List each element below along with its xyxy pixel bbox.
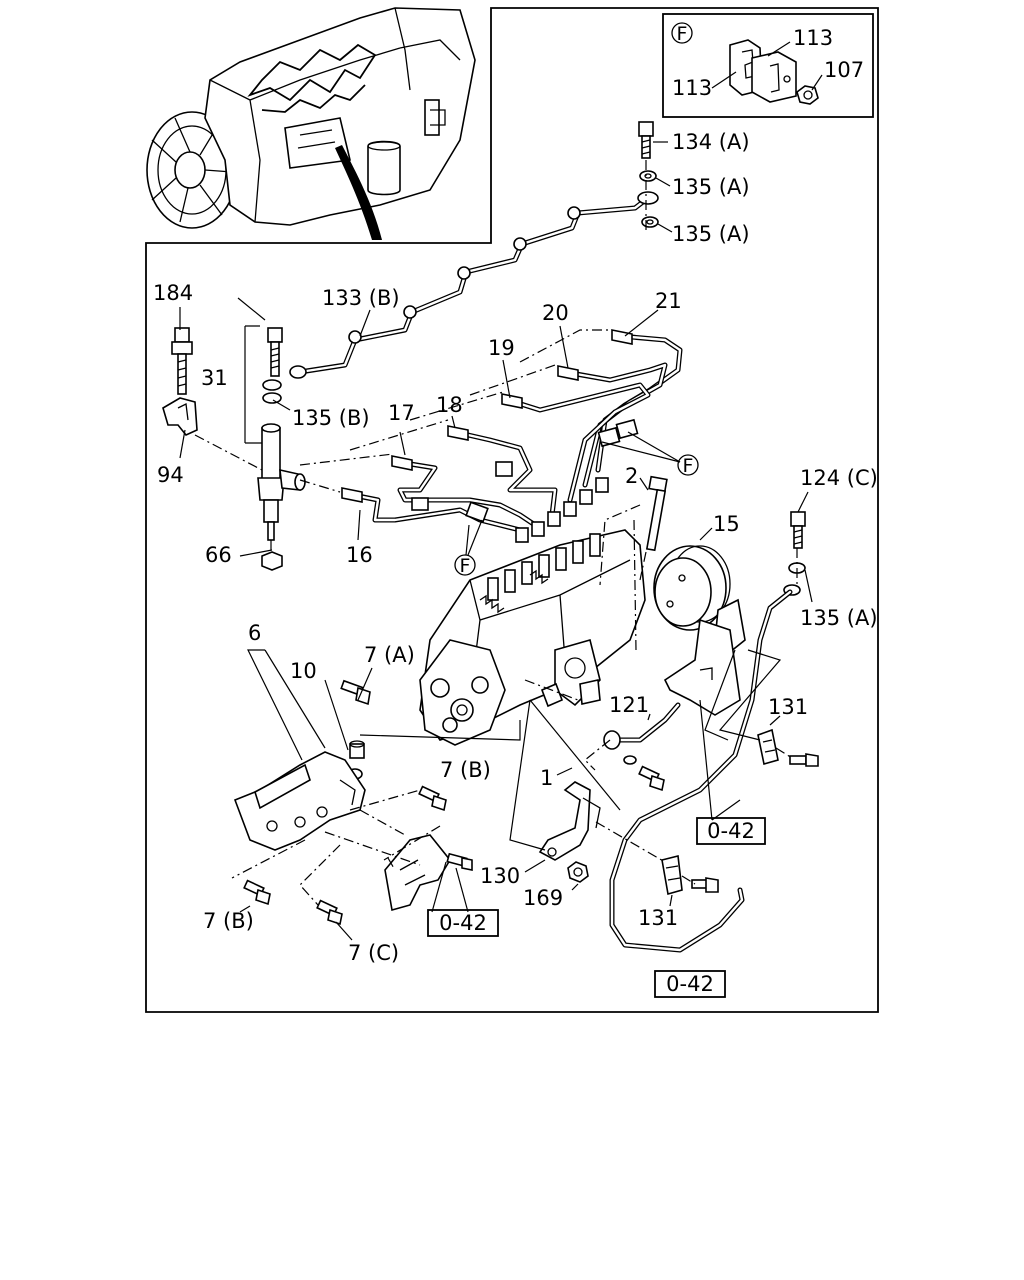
bolt-124c [790, 511, 806, 549]
bolt-7c [316, 899, 343, 926]
label-131-lower: 131 [638, 906, 678, 930]
bolt-2 [639, 475, 668, 581]
ref-box-042-right [696, 817, 766, 845]
bolt-184 [171, 327, 193, 395]
label-94: 94 [157, 463, 184, 487]
washer-135a-bottom [641, 216, 659, 228]
label-f-lower: F [460, 555, 471, 577]
ref-box-042-bottom [654, 970, 726, 998]
bolt-bracket-lower [446, 852, 473, 871]
label-169: 169 [523, 886, 563, 910]
label-19: 19 [488, 336, 515, 360]
label-f-upper: F [683, 455, 694, 477]
injection-pipes [341, 329, 683, 543]
bolt-7b-middle [418, 785, 447, 812]
label-107: 107 [824, 58, 864, 82]
label-15: 15 [713, 512, 740, 536]
label-130: 130 [480, 864, 520, 888]
bolt-7b-left [243, 879, 271, 906]
detail-box-f: F 113 113 107 [662, 13, 874, 118]
callout-circle-f-lower [454, 554, 476, 576]
label-113-top: 113 [793, 26, 833, 50]
label-121: 121 [609, 693, 649, 717]
label-20: 20 [542, 301, 569, 325]
injector-nozzle [257, 423, 306, 556]
washer-66 [261, 551, 283, 571]
label-17: 17 [388, 401, 415, 425]
bolt-134a [638, 121, 654, 159]
spacer-10 [349, 743, 365, 759]
bracket-lower-left [384, 834, 451, 912]
label-21: 21 [655, 289, 682, 313]
label-7c: 7 (C) [348, 941, 399, 965]
ref-042-bottom: 0-42 [666, 972, 714, 996]
label-131-upper: 131 [768, 695, 808, 719]
label-133b: 133 (B) [322, 286, 400, 310]
label-184: 184 [153, 281, 193, 305]
clamp-94 [162, 397, 198, 436]
callout-circle-f-upper [677, 454, 699, 476]
pipe-133b [289, 195, 651, 379]
nut-107 [796, 85, 819, 105]
label-31: 31 [201, 366, 228, 390]
label-135a-3: 135 (A) [800, 606, 878, 630]
diagram-frame [145, 7, 879, 1013]
label-134a: 134 (A) [672, 130, 750, 154]
label-6: 6 [248, 621, 261, 645]
label-7a: 7 (A) [364, 643, 415, 667]
bolt-31-group [244, 325, 283, 444]
ref-box-042-middle [427, 909, 499, 937]
label-18: 18 [436, 393, 463, 417]
ref-042-right: 0-42 [707, 819, 755, 843]
bracket-130 [538, 781, 601, 861]
clamp-131-upper [757, 728, 819, 767]
callout-circle-f [671, 22, 693, 44]
label-7b-left: 7 (B) [203, 909, 254, 933]
injection-pump [419, 529, 646, 746]
label-1: 1 [540, 766, 553, 790]
label-16: 16 [346, 543, 373, 567]
label-113-left: 113 [672, 76, 712, 100]
label-10: 10 [290, 659, 317, 683]
label-66: 66 [205, 543, 232, 567]
clip-part-113-b [751, 51, 797, 103]
washer-135a-top [639, 170, 657, 182]
label-124c: 124 (C) [800, 466, 878, 490]
label-135a-2: 135 (A) [672, 222, 750, 246]
bolt-7a [340, 679, 371, 706]
nut-169 [567, 861, 589, 883]
bracket-6 [233, 751, 366, 851]
leak-off-pipe [609, 589, 793, 953]
eye-fitting [637, 191, 659, 205]
label-2: 2 [625, 464, 638, 488]
label-135a-1: 135 (A) [672, 175, 750, 199]
clamp-131-lower [661, 855, 719, 896]
ref-042-middle: 0-42 [439, 911, 487, 935]
label-135b: 135 (B) [292, 406, 370, 430]
label-7b-middle: 7 (B) [440, 758, 491, 782]
callout-letter-f: F [677, 23, 688, 45]
bolt-1 [638, 765, 665, 792]
engine-overview-illustration [146, 7, 476, 240]
